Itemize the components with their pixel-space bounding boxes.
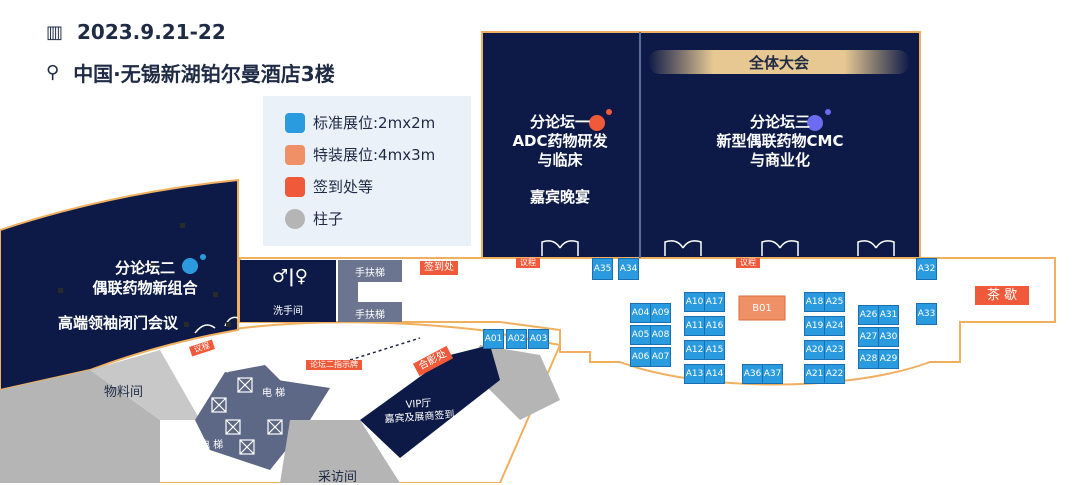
forum2-sign: 论坛二指示牌: [306, 360, 362, 370]
booth-b01-box: [738, 295, 786, 321]
rite-sign-2: 议程: [736, 258, 760, 268]
booth-a09[interactable]: A09: [650, 303, 671, 323]
event-date: 2023.9.21-22: [77, 20, 226, 44]
booth-a26[interactable]: A26: [858, 305, 879, 325]
elevator-icons: [211, 377, 283, 455]
booth-a30[interactable]: A30: [878, 327, 899, 347]
tea-break-area: 茶 歇: [975, 286, 1030, 305]
forum3-label: 分论坛三 新型偶联药物CMC 与商业化: [716, 113, 844, 169]
booth-a29[interactable]: A29: [878, 349, 899, 369]
booth-a20[interactable]: A20: [804, 340, 825, 360]
forum2-label: 分论坛二 偶联药物新组合: [92, 259, 198, 297]
rite-sign-1: 议程: [516, 258, 540, 268]
booth-a22[interactable]: A22: [824, 364, 845, 384]
booth-a02[interactable]: A02: [506, 329, 527, 349]
booth-a01[interactable]: A01: [483, 329, 504, 349]
booth-a35[interactable]: A35: [592, 258, 613, 280]
plenary-label: 全体大会: [748, 54, 809, 72]
event-location: 中国·无锡新湖铂尔曼酒店3楼: [73, 62, 335, 86]
legend-item-checkin: 签到处等: [285, 176, 373, 197]
door-arcs: [194, 240, 895, 334]
booth-a19[interactable]: A19: [804, 316, 825, 336]
restroom-label: 洗手间: [273, 306, 303, 317]
storage-room-label: 物料间: [104, 385, 144, 400]
forum2-meeting-label: 高端领袖闭门会议: [58, 314, 179, 332]
elevator-block: [195, 372, 330, 470]
booth-a31[interactable]: A31: [878, 305, 899, 325]
interview-room-label: 采访间: [318, 470, 358, 485]
booth-a37[interactable]: A37: [762, 364, 783, 384]
pillars: [58, 223, 231, 327]
booth-a27[interactable]: A27: [858, 327, 879, 347]
booth-a34[interactable]: A34: [618, 258, 639, 280]
storage-room: [90, 350, 200, 420]
booth-a03[interactable]: A03: [528, 329, 549, 349]
booth-a05[interactable]: A05: [630, 325, 651, 345]
booth-a08[interactable]: A08: [650, 325, 671, 345]
booth-a10[interactable]: A10: [684, 292, 705, 312]
booth-a16[interactable]: A16: [704, 316, 725, 336]
legend: 标准展位:2mx2m 特装展位:4mx3m 签到处等 柱子: [263, 96, 471, 246]
booth-a36[interactable]: A36: [742, 364, 763, 384]
vip-room-label: VIP厅 嘉宾及展商签到: [384, 398, 455, 426]
event-location-row: ⚲ 中国·无锡新湖铂尔曼酒店3楼: [46, 58, 335, 87]
restroom-icon: ♂|♀: [272, 266, 308, 287]
booth-a25[interactable]: A25: [824, 292, 845, 312]
booth-a23[interactable]: A23: [824, 340, 845, 360]
booth-a06[interactable]: A06: [630, 347, 651, 367]
escalator-label-2: 手扶梯: [355, 310, 385, 321]
map-pin-icon: ⚲: [46, 62, 60, 83]
booth-a21[interactable]: A21: [804, 364, 825, 384]
legend-item-standard: 标准展位:2mx2m: [285, 112, 435, 133]
booth-a33[interactable]: A33: [916, 303, 937, 325]
elevator-label-1: 电 梯: [262, 388, 286, 399]
calendar-icon: ▥: [46, 21, 64, 43]
booth-a04[interactable]: A04: [630, 303, 651, 323]
booth-b01[interactable]: B01: [752, 302, 772, 314]
plenary-banner: [648, 50, 910, 74]
booth-a28[interactable]: A28: [858, 349, 879, 369]
storage-area: [0, 370, 160, 483]
booth-a14[interactable]: A14: [704, 364, 725, 384]
booth-a17[interactable]: A17: [704, 292, 725, 312]
legend-item-special: 特装展位:4mx3m: [285, 144, 435, 165]
forum2-room: [0, 178, 239, 392]
booth-a15[interactable]: A15: [704, 340, 725, 360]
legend-item-pillar: 柱子: [285, 208, 343, 229]
event-date-row: ▥ 2023.9.21-22: [46, 20, 226, 44]
booth-a11[interactable]: A11: [684, 316, 705, 336]
booth-a18[interactable]: A18: [804, 292, 825, 312]
escalator-label-1: 手扶梯: [355, 268, 385, 279]
interview-room: [280, 420, 400, 483]
checkin-desk: 签到处: [420, 261, 458, 275]
booth-a13[interactable]: A13: [684, 364, 705, 384]
booth-a07[interactable]: A07: [650, 347, 671, 367]
vip-room: [360, 345, 500, 458]
booth-a12[interactable]: A12: [684, 340, 705, 360]
forum1-label: 分论坛一 ADC药物研发 与临床 嘉宾晚宴: [512, 113, 608, 206]
restroom-block: [240, 260, 336, 322]
booth-a32[interactable]: A32: [916, 258, 937, 280]
booth-a24[interactable]: A24: [824, 316, 845, 336]
elevator-label-2: 电 梯: [200, 440, 224, 451]
